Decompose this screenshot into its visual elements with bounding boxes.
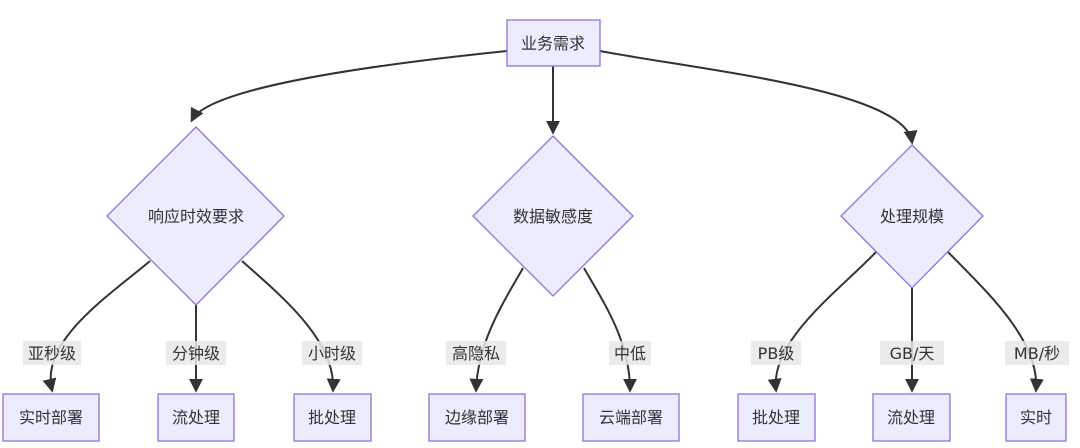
edge-data-sensitivity-to-cloud-deploy bbox=[583, 267, 637, 393]
node-cloud-deploy-label: 云端部署 bbox=[599, 408, 663, 427]
node-batch-processing-a-label: 批处理 bbox=[308, 408, 356, 427]
edge-root-to-response-time bbox=[190, 50, 508, 123]
edge-scale-to-batch-processing bbox=[767, 251, 877, 393]
node-batch-processing-b-label: 批处理 bbox=[752, 408, 800, 427]
edge-data-sensitivity-to-edge-deploy bbox=[469, 267, 524, 393]
edge-label-mb-per-sec: MB/秒 bbox=[1014, 344, 1060, 363]
node-stream-processing-b-label: 流处理 bbox=[887, 408, 935, 427]
edge-label-subsecond: 亚秒级 bbox=[28, 344, 76, 363]
node-edge-deploy-label: 边缘部署 bbox=[445, 408, 509, 427]
node-stream-processing-b: 流处理 bbox=[872, 393, 951, 442]
node-data-sensitivity: 数据敏感度 bbox=[472, 135, 634, 297]
edge-scale-to-realtime bbox=[947, 251, 1044, 393]
edge-response-time-to-batch-processing bbox=[241, 260, 341, 393]
node-stream-processing-a: 流处理 bbox=[157, 393, 235, 442]
node-realtime-label: 实时 bbox=[1020, 408, 1052, 427]
edge-label-high-privacy: 高隐私 bbox=[452, 344, 500, 363]
edge-label-hour: 小时级 bbox=[308, 344, 356, 363]
edge-label-gb-per-day: GB/天 bbox=[890, 344, 935, 363]
node-data-sensitivity-label: 数据敏感度 bbox=[513, 207, 593, 226]
node-edge-deploy: 边缘部署 bbox=[428, 393, 526, 442]
edge-label-medium-low: 中低 bbox=[614, 344, 646, 363]
node-batch-processing-a: 批处理 bbox=[293, 393, 372, 442]
edge-labels: 亚秒级 分钟级 小时级 高隐私 中低 PB级 GB/天 MB/秒 bbox=[23, 341, 1069, 365]
node-scale: 处理规模 bbox=[840, 144, 984, 289]
node-realtime: 实时 bbox=[1005, 393, 1067, 442]
node-cloud-deploy: 云端部署 bbox=[582, 393, 680, 442]
node-root: 业务需求 bbox=[506, 19, 601, 67]
edge-root-to-scale bbox=[599, 50, 918, 145]
node-scale-label: 处理规模 bbox=[880, 207, 944, 226]
node-realtime-deploy-label: 实时部署 bbox=[19, 408, 83, 427]
edge-label-pb: PB级 bbox=[758, 344, 795, 363]
node-realtime-deploy: 实时部署 bbox=[2, 393, 100, 442]
edge-response-time-to-realtime-deploy bbox=[42, 260, 151, 393]
node-response-time: 响应时效要求 bbox=[106, 126, 285, 306]
node-root-label: 业务需求 bbox=[521, 34, 585, 53]
edge-label-minute: 分钟级 bbox=[172, 344, 220, 363]
node-response-time-label: 响应时效要求 bbox=[148, 207, 244, 226]
node-stream-processing-a-label: 流处理 bbox=[172, 408, 220, 427]
node-batch-processing-b: 批处理 bbox=[737, 393, 816, 442]
